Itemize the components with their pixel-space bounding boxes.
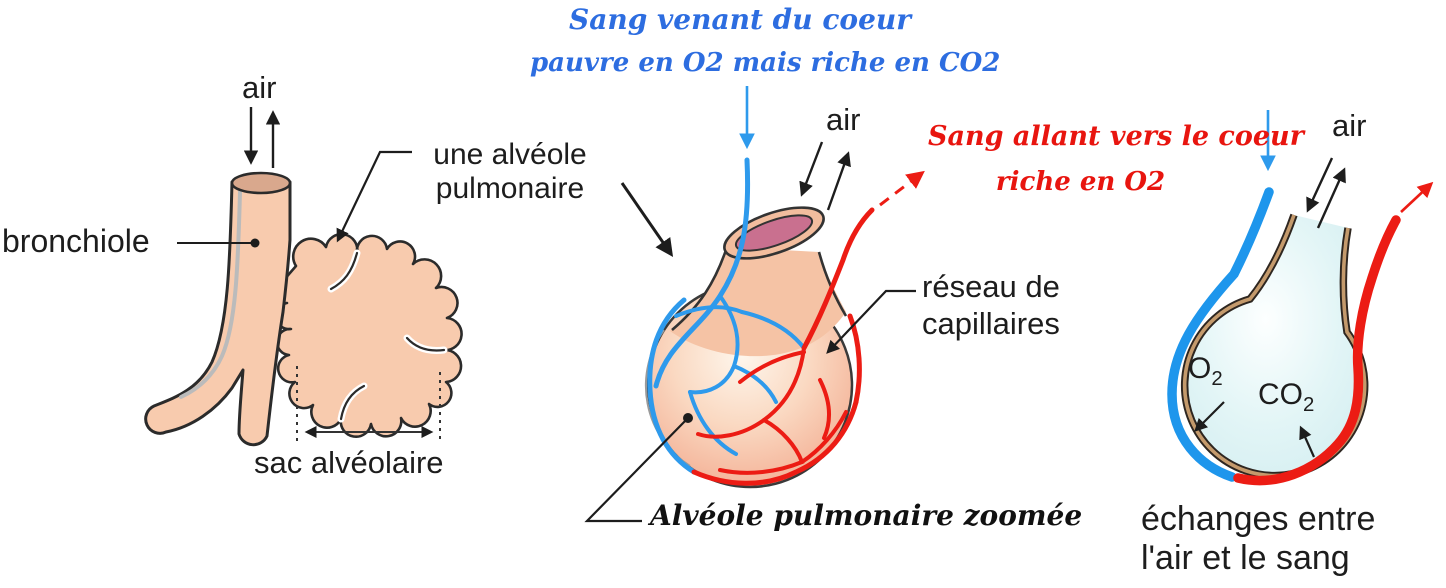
blue-caption-line1: Sang venant du coeur (568, 3, 911, 36)
bronchiole-shape (144, 171, 292, 447)
co2-label: CO2 (1258, 378, 1314, 417)
alveolar-sac-shape (272, 232, 463, 438)
red-outflow-arrow (879, 170, 925, 207)
red-caption-line2: riche en O2 (995, 166, 1166, 197)
blue-vessel (1167, 187, 1274, 482)
bronchiole-pointer-line (177, 238, 260, 248)
capillaries-blue (647, 157, 806, 475)
middle-air-label: air (826, 102, 861, 137)
blue-caption-line2: pauvre en O2 mais riche en CO2 (530, 47, 1001, 78)
capillary-network-label: réseau de capillaires (922, 268, 1060, 342)
zoomed-label-pointer (584, 413, 693, 523)
sac-fold-lines (327, 249, 448, 423)
measure-guides (296, 366, 441, 444)
bronchiole-label: bronchiole (2, 223, 150, 259)
capillaries-red (691, 207, 875, 486)
alveole-label-line1: une alvéole (433, 138, 587, 171)
o2-label-main: O (1188, 352, 1212, 385)
o2-arrow (1194, 401, 1225, 432)
sac-alveolaire-label: sac alvéolaire (254, 445, 444, 480)
blue-caption: Sang venant du coeur pauvre en O2 mais r… (530, 3, 1001, 78)
o2-label: O2 (1188, 352, 1223, 391)
air-arrows-middle (799, 141, 851, 211)
air-arrows-left (243, 107, 281, 168)
alveole-pointer-arrow (336, 150, 412, 243)
capillary-pointer-line (826, 289, 916, 354)
red-vessel (1233, 215, 1401, 486)
alveolus-shape (644, 206, 854, 489)
co2-label-sub: 2 (1303, 394, 1315, 416)
capillary-network-label-line1: réseau de (922, 269, 1060, 304)
co2-label-main: CO (1258, 378, 1303, 411)
red-caption-line1: Sang allant vers le coeur (928, 121, 1304, 152)
alveole-label-line2: pulmonaire (435, 171, 585, 205)
flask-shape (1180, 213, 1369, 480)
alveolus-neck (670, 247, 846, 357)
alveole-label: une alvéole pulmonaire (405, 138, 615, 206)
red-caption: Sang allant vers le coeur riche en O2 (928, 121, 1304, 197)
right-air-label: air (1332, 108, 1367, 143)
exchange-caption-line1: échanges entre (1141, 500, 1376, 538)
zoomed-alveole-label: Alvéole pulmonaire zoomée (650, 499, 1083, 532)
alveolus-opening (723, 206, 825, 260)
exchange-caption: échanges entre l'air et le sang (1141, 500, 1375, 579)
zoom-link-arrow (620, 182, 674, 257)
exchange-caption-line2: l'air et le sang (1141, 539, 1350, 578)
left-air-label: air (242, 70, 277, 105)
co2-arrow (1299, 425, 1316, 458)
o2-label-sub: 2 (1211, 368, 1223, 390)
capillary-network-label-line2: capillaires (922, 306, 1060, 342)
air-arrows-right (1306, 157, 1346, 229)
flask-wall-membrane (1182, 214, 1367, 478)
red-outflow-arrow-right (1400, 181, 1434, 213)
bronchiole-opening (230, 171, 292, 195)
